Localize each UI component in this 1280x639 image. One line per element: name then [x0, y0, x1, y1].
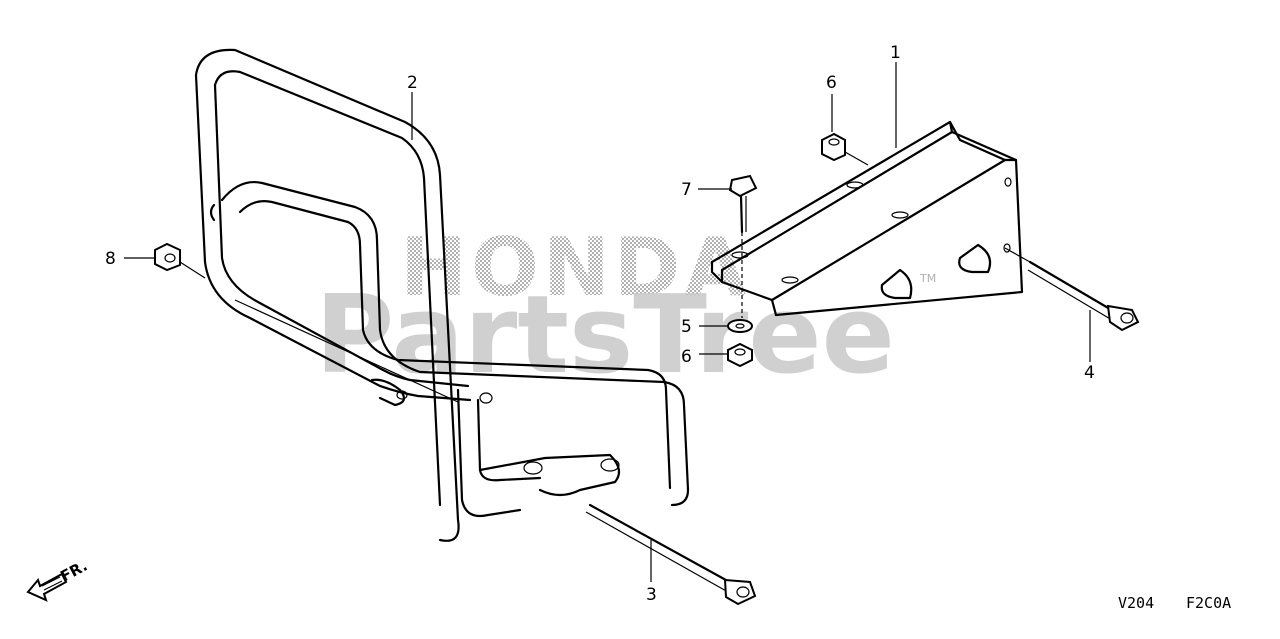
washer-part-5: [727, 319, 753, 333]
guard-frame-part-2: [194, 48, 690, 542]
watermark: HONDA PartsTree TM: [315, 221, 936, 398]
figure-code: F2C0A: [1186, 594, 1231, 612]
version-code: V204: [1118, 594, 1154, 612]
callout-3: 3: [646, 585, 657, 605]
front-direction-indicator: FR.: [26, 557, 90, 602]
nut-part-6-lower: [727, 342, 753, 368]
nut-part-8: [154, 242, 181, 272]
watermark-name: PartsTree: [315, 273, 895, 398]
callout-1: 1: [890, 43, 901, 63]
nut-part-6-upper: [821, 132, 846, 162]
callout-2: 2: [407, 73, 418, 93]
watermark-tm: TM: [919, 272, 936, 285]
arrow-left-down-icon: [26, 572, 68, 602]
callout-7: 7: [681, 180, 692, 200]
callout-8: 8: [105, 249, 116, 269]
callouts: 1 2 3 4 5 6 6 7 8: [105, 43, 1095, 605]
callout-4: 4: [1084, 363, 1095, 383]
mounting-bracket-part-1: [710, 120, 1024, 317]
watermark-brand: HONDA: [400, 221, 750, 314]
callout-5: 5: [681, 317, 692, 337]
bolt-part-3: [585, 503, 757, 606]
callout-6-upper: 6: [826, 73, 837, 93]
callout-6-lower: 6: [681, 347, 692, 367]
bolt-part-7: [728, 174, 758, 234]
leader-lines: [124, 62, 1091, 582]
bolt-part-4: [1027, 260, 1140, 332]
